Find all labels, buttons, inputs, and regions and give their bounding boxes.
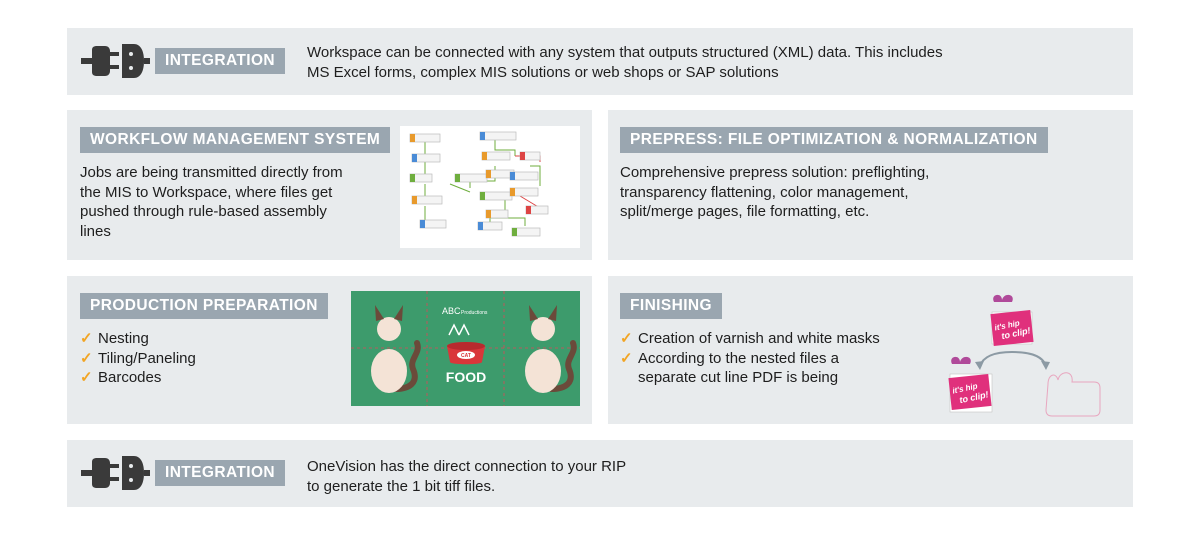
integration-text-bottom-line2: to generate the 1 bit tiff files. [307, 478, 496, 495]
brand-text: ABC [442, 306, 461, 316]
workflow-tag: WORKFLOW MANAGEMENT SYSTEM [80, 127, 391, 153]
prepress-text-line3: split/merge pages, file formatting, etc. [620, 203, 870, 220]
prepress-panel: PREPRESS: FILE OPTIMIZATION & NORMALIZAT… [608, 110, 1133, 260]
integration-tag-top: INTEGRATION [155, 48, 286, 74]
food-label: FOOD [446, 369, 486, 385]
cat-left [371, 305, 421, 393]
list-item-label: separate cut line PDF is being [638, 369, 839, 386]
integration-text-top-line1: Workspace can be connected with any syst… [307, 44, 943, 61]
sticker-top: it's hip to clip! [990, 294, 1034, 347]
list-item: ✓ Tiling/Paneling [80, 349, 196, 369]
brand-sub-text: Productions [461, 310, 488, 316]
check-icon: ✓ [80, 369, 93, 386]
workflow-text-line4: lines [80, 223, 111, 240]
list-item: ✓ Creation of varnish and white masks [620, 329, 880, 349]
list-item-label: Barcodes [98, 369, 162, 386]
prepress-tag: PREPRESS: FILE OPTIMIZATION & NORMALIZAT… [620, 127, 1048, 153]
production-tag: PRODUCTION PREPARATION [80, 293, 328, 319]
list-item-label: According to the nested files a [638, 349, 839, 367]
plug-icon [78, 450, 150, 496]
integration-text-bottom-line1: OneVision has the direct connection to y… [307, 458, 627, 475]
integration-panel-bottom: INTEGRATION OneVision has the direct con… [67, 440, 1133, 507]
integration-tag-bottom: INTEGRATION [155, 460, 286, 486]
prepress-text-line1: Comprehensive prepress solution: preflig… [620, 164, 930, 181]
check-icon: ✓ [80, 349, 93, 367]
list-item-label: Nesting [98, 330, 149, 347]
sticker-cutline-image: it's hip to clip! it's hip to clip! [944, 290, 1114, 418]
workflow-panel: WORKFLOW MANAGEMENT SYSTEM Jobs are bein… [67, 110, 592, 260]
cat-right [525, 305, 577, 393]
finishing-panel: FINISHING ✓ Creation of varnish and white… [608, 276, 1133, 424]
bowl-label: CAT [461, 353, 471, 359]
check-icon: ✓ [80, 330, 93, 347]
sticker-bottom-left: it's hip to clip! [948, 356, 993, 413]
cut-line-outline [1045, 372, 1101, 417]
production-list: ✓ Nesting ✓ Tiling/Paneling ✓ Barcodes [80, 329, 196, 388]
check-icon: ✓ [620, 349, 633, 367]
list-item: ✓ Nesting [80, 329, 196, 349]
workflow-text-line3: pushed through rule-based assembly [80, 203, 327, 220]
prepress-text-line2: transparency flattening, color managemen… [620, 184, 909, 201]
finishing-tag: FINISHING [620, 293, 722, 319]
cat-food-tiling-image: ABC Productions CAT FOOD [351, 291, 580, 406]
integration-text-top-line2: MS Excel forms, complex MIS solutions or… [307, 64, 779, 81]
list-item-label: Creation of varnish and white masks [638, 330, 880, 347]
list-item-label: Tiling/Paneling [98, 349, 196, 367]
production-panel: PRODUCTION PREPARATION ✓ Nesting ✓ Tiling/… [67, 276, 592, 424]
list-item: ✓ According to the nested files a [620, 349, 880, 369]
list-item: separate cut line PDF is being [620, 368, 880, 388]
list-item: ✓ Barcodes [80, 368, 196, 388]
workflow-diagram-thumbnail [400, 126, 580, 248]
finishing-list: ✓ Creation of varnish and white masks ✓ Ac… [620, 329, 880, 388]
check-icon: ✓ [620, 330, 633, 347]
integration-panel-top: INTEGRATION Workspace can be connected w… [67, 28, 1133, 95]
workflow-text-line1: Jobs are being transmitted directly from [80, 164, 343, 181]
workflow-text-line2: the MIS to Workspace, where files get [80, 184, 333, 201]
plug-icon [78, 38, 150, 84]
